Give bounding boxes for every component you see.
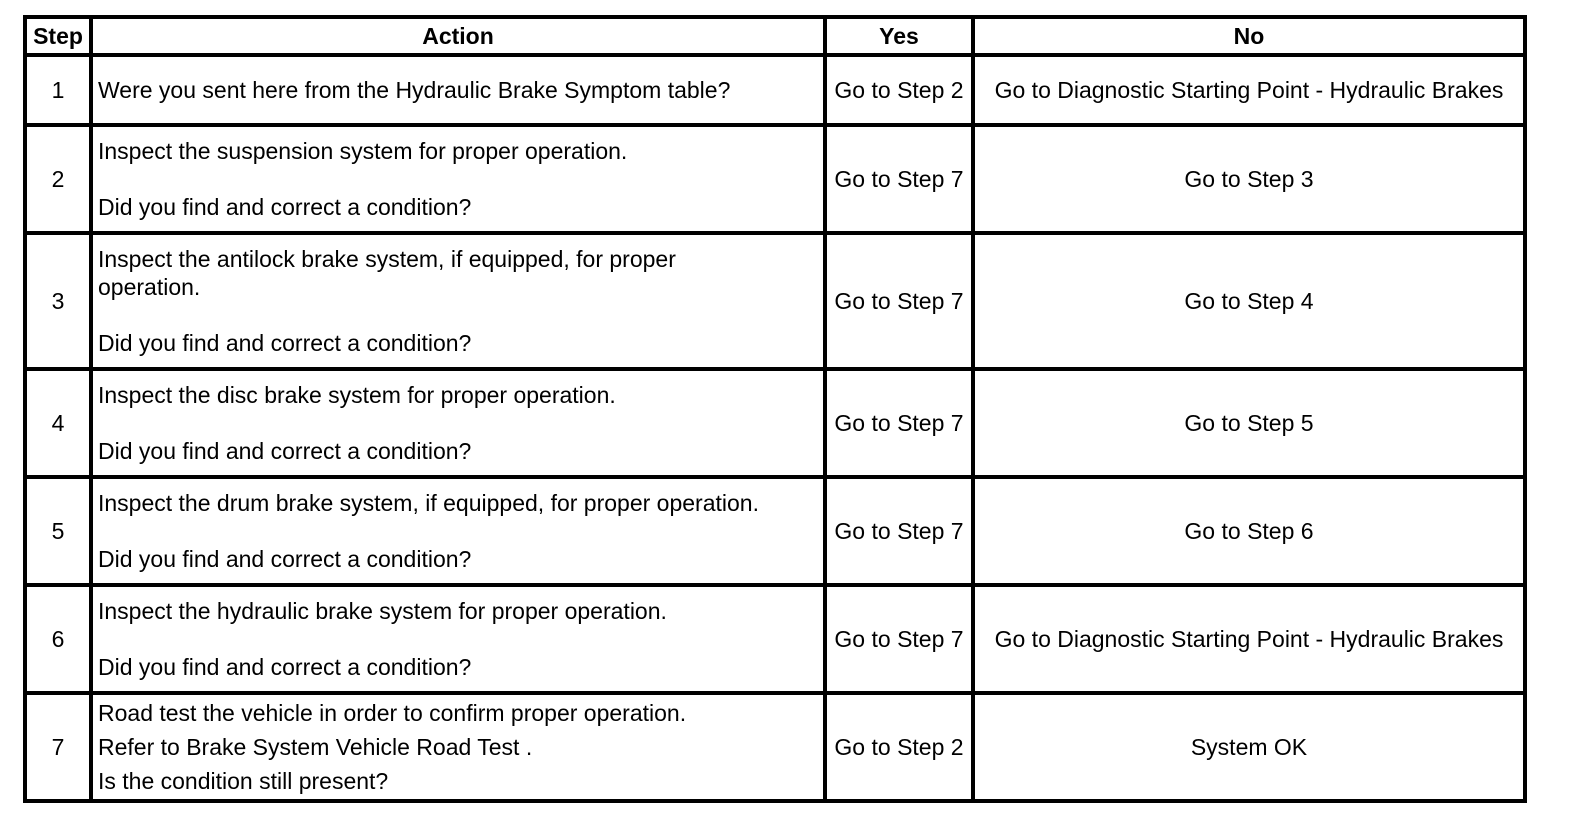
line-gap xyxy=(98,517,818,545)
action-cell: Inspect the antilock brake system, if eq… xyxy=(89,231,827,371)
action-text: Road test the vehicle in order to confir… xyxy=(98,700,687,726)
action-reference: Refer to Brake System Vehicle Road Test … xyxy=(98,734,533,760)
yes-cell: Go to Step 7 xyxy=(823,123,975,235)
action-cell: Inspect the hydraulic brake system for p… xyxy=(89,583,827,695)
action-cell: Road test the vehicle in order to confir… xyxy=(89,691,827,803)
line-gap xyxy=(98,409,818,437)
no-cell: Go to Diagnostic Starting Point - Hydrau… xyxy=(971,53,1527,127)
no-cell: System OK xyxy=(971,691,1527,803)
table-row: 3 Inspect the antilock brake system, if … xyxy=(23,231,1527,371)
no-cell: Go to Diagnostic Starting Point - Hydrau… xyxy=(971,583,1527,695)
no-cell: Go to Step 6 xyxy=(971,475,1527,587)
action-text: Inspect the suspension system for proper… xyxy=(98,138,628,164)
line-gap xyxy=(98,301,818,329)
table-header-row: Step Action Yes No xyxy=(23,15,1527,57)
step-number: 2 xyxy=(23,123,93,235)
header-no: No xyxy=(971,15,1527,57)
action-text: Inspect the antilock brake system, if eq… xyxy=(98,246,676,300)
table-row: 4 Inspect the disc brake system for prop… xyxy=(23,367,1527,479)
action-text: Inspect the drum brake system, if equipp… xyxy=(98,490,759,516)
line-gap xyxy=(98,165,818,193)
table-row: 1 Were you sent here from the Hydraulic … xyxy=(23,53,1527,127)
yes-cell: Go to Step 7 xyxy=(823,367,975,479)
action-cell: Inspect the drum brake system, if equipp… xyxy=(89,475,827,587)
yes-cell: Go to Step 2 xyxy=(823,691,975,803)
no-cell: Go to Step 5 xyxy=(971,367,1527,479)
action-text: Inspect the disc brake system for proper… xyxy=(98,382,616,408)
table-row: 5 Inspect the drum brake system, if equi… xyxy=(23,475,1527,587)
action-cell: Inspect the suspension system for proper… xyxy=(89,123,827,235)
step-number: 1 xyxy=(23,53,93,127)
header-action: Action xyxy=(89,15,827,57)
action-cell: Were you sent here from the Hydraulic Br… xyxy=(89,53,827,127)
table-row: 7 Road test the vehicle in order to conf… xyxy=(23,691,1527,803)
header-step: Step xyxy=(23,15,93,57)
table-row: 2 Inspect the suspension system for prop… xyxy=(23,123,1527,235)
diagnostic-table: Step Action Yes No 1 Were you sent here … xyxy=(23,15,1527,803)
action-question: Is the condition still present? xyxy=(98,768,389,794)
step-number: 5 xyxy=(23,475,93,587)
step-number: 4 xyxy=(23,367,93,479)
table-row: 6 Inspect the hydraulic brake system for… xyxy=(23,583,1527,695)
line-gap xyxy=(98,625,818,653)
action-cell: Inspect the disc brake system for proper… xyxy=(89,367,827,479)
yes-cell: Go to Step 7 xyxy=(823,583,975,695)
step-number: 6 xyxy=(23,583,93,695)
no-cell: Go to Step 4 xyxy=(971,231,1527,371)
action-question: Did you find and correct a condition? xyxy=(98,438,472,464)
step-number: 3 xyxy=(23,231,93,371)
action-text: Were you sent here from the Hydraulic Br… xyxy=(98,77,731,103)
yes-cell: Go to Step 7 xyxy=(823,231,975,371)
yes-cell: Go to Step 7 xyxy=(823,475,975,587)
yes-cell: Go to Step 2 xyxy=(823,53,975,127)
action-question: Did you find and correct a condition? xyxy=(98,194,472,220)
action-question: Did you find and correct a condition? xyxy=(98,330,472,356)
action-question: Did you find and correct a condition? xyxy=(98,546,472,572)
no-cell: Go to Step 3 xyxy=(971,123,1527,235)
action-question: Did you find and correct a condition? xyxy=(98,654,472,680)
action-text: Inspect the hydraulic brake system for p… xyxy=(98,598,667,624)
step-number: 7 xyxy=(23,691,93,803)
header-yes: Yes xyxy=(823,15,975,57)
